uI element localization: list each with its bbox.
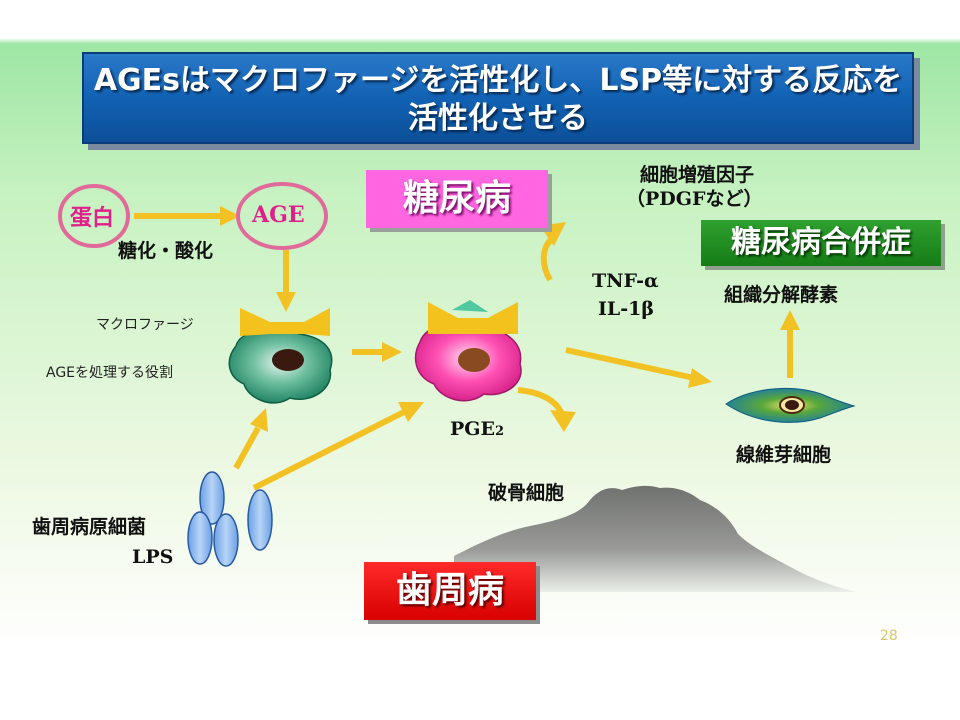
title-line-1: AGEsはマクロファージを活性化し、LSP等に対する反応を	[93, 63, 903, 98]
pge2-label: PGE2	[450, 418, 504, 440]
macrophage-label: マクロファージ	[96, 317, 194, 333]
arrow-protein-to-age	[134, 206, 240, 226]
arrow-bacteria-to-macrophage	[233, 408, 268, 470]
pge2-subscript: 2	[495, 424, 505, 439]
growth-factor-label-1: 細胞増殖因子	[640, 164, 755, 186]
pge2-main: PGE	[450, 418, 495, 440]
tissue-enzyme-label: 組織分解酵素	[724, 284, 839, 306]
bacteria-group	[187, 471, 273, 567]
arrow-bacteria-to-activated	[252, 402, 424, 491]
activated-macrophage-cell	[414, 300, 522, 402]
page-number: 28	[880, 628, 898, 644]
age-oval	[236, 182, 328, 250]
protein-oval	[58, 184, 130, 248]
protein-label: 蛋白	[70, 206, 115, 231]
tnf-label: TNF-α	[592, 270, 659, 292]
il1-label: IL-1β	[598, 298, 654, 320]
glycation-label: 糖化・酸化	[118, 240, 214, 262]
arrow-to-osteoclast	[517, 387, 576, 432]
periodontitis-box: 歯周病	[364, 562, 536, 620]
age-label: AGE	[252, 202, 305, 228]
fibroblast-label: 線維芽細胞	[736, 444, 832, 466]
arrow-to-growth-factor	[540, 222, 566, 282]
macrophage-cell	[228, 308, 333, 404]
diabetic-complication-box: 糖尿病合併症	[701, 220, 941, 266]
lps-label: LPS	[132, 546, 174, 568]
pathogen-label: 歯周病原細菌	[32, 516, 147, 538]
fibroblast-cell	[725, 388, 856, 423]
title-banner: AGEsはマクロファージを活性化し、LSP等に対する反応を 活性化させる	[82, 52, 914, 144]
growth-factor-label-2: （PDGFなど）	[626, 188, 763, 210]
arrow-to-fibroblast	[565, 347, 712, 388]
arrow-macrophage-to-activated	[352, 342, 402, 362]
arrow-fibroblast-to-enzyme	[780, 310, 800, 378]
osteoclast-label: 破骨細胞	[488, 482, 565, 504]
arrow-age-to-macrophage	[276, 250, 296, 312]
diabetes-box: 糖尿病	[366, 170, 548, 228]
title-line-2: 活性化させる	[408, 101, 588, 136]
bone-silhouette	[454, 485, 856, 592]
age-role-label: AGEを処理する役割	[46, 365, 174, 381]
